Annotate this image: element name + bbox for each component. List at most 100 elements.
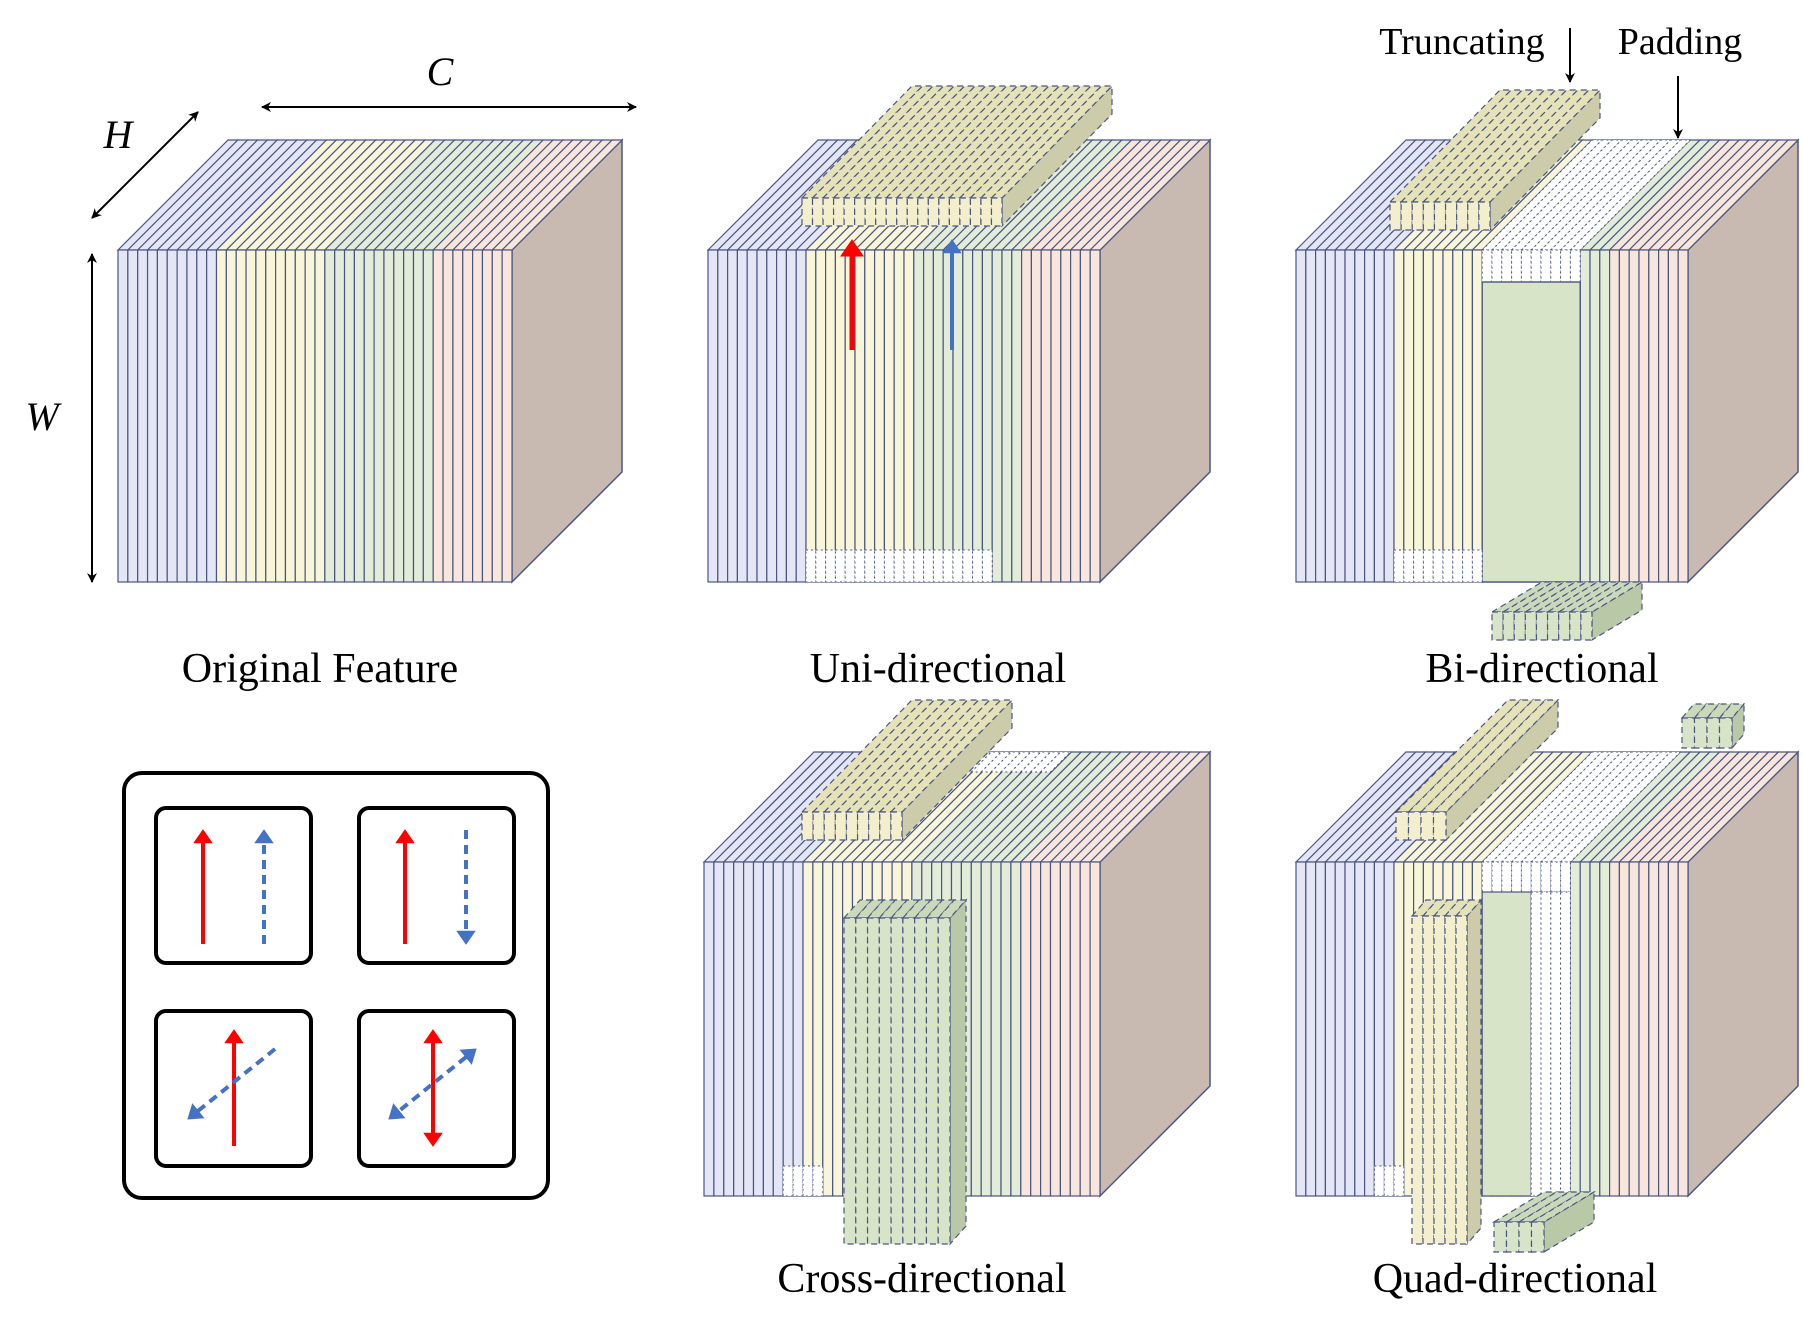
bar-front-strip [1444, 201, 1458, 231]
w-label: W [25, 394, 62, 439]
front-channel-strip [1089, 861, 1101, 1197]
arrow-head [840, 239, 864, 257]
front-channel-strip [1677, 861, 1689, 1197]
front-channel-strip [235, 249, 247, 583]
bar-front-strip [1681, 717, 1696, 749]
front-channel-strip [1599, 249, 1611, 583]
front-channel-strip [1618, 249, 1630, 583]
padding-strip [1550, 249, 1562, 283]
front-channel-strip [137, 249, 149, 583]
bar-front-strip [969, 197, 982, 227]
front-channel-strip [1579, 861, 1591, 1197]
padding-strip [1452, 549, 1464, 583]
bar-front-strip [1422, 915, 1435, 1245]
front-channel-strip [962, 249, 974, 583]
front-channel-strip [442, 249, 454, 583]
front-channel-strip [1648, 861, 1660, 1197]
bar-front-strip [1411, 201, 1424, 231]
bar-top-strip [889, 699, 1014, 813]
padding-strip [1569, 249, 1581, 283]
bar-front-strip [875, 197, 887, 227]
front-channel-strip [324, 249, 336, 583]
padding-strip [883, 549, 895, 583]
bar-top-strip [1466, 89, 1591, 203]
front-channel-strip [412, 249, 424, 583]
bar-top-strip [800, 699, 925, 813]
front-channel-strip [1069, 249, 1081, 583]
front-channel-strip [1608, 249, 1620, 583]
front-channel-strip [1314, 861, 1326, 1197]
legend-arrows [187, 829, 477, 1147]
front-channel-strip [284, 249, 296, 583]
front-channel-strip [314, 249, 326, 583]
bar-front-strip [990, 197, 1003, 227]
annotations: Truncating Padding [1379, 21, 1742, 139]
front-channel-strip [1657, 249, 1669, 583]
bar-top-strip [867, 699, 992, 813]
bar-front-strip [1505, 1221, 1520, 1253]
front-channel-strip [1089, 249, 1101, 583]
arrow-head [388, 1103, 406, 1120]
padding-strip [1511, 861, 1522, 893]
bar-front-strip [864, 197, 877, 227]
front-channel-strip [1344, 249, 1356, 583]
front-channel-strip [1079, 861, 1091, 1197]
front-channel-strip [1373, 861, 1385, 1197]
bar-side-face [949, 898, 967, 1246]
bar-front-strip [834, 811, 848, 841]
front-channel-strip [1295, 861, 1307, 1197]
front-channel-strip [1442, 249, 1454, 583]
bar-front-strip [917, 197, 929, 227]
front-channel-strip [1010, 861, 1022, 1197]
front-channel-strip [294, 249, 306, 583]
front-channel-strip [873, 249, 885, 583]
padding-strip [1501, 249, 1513, 283]
front-channel-strip [752, 861, 764, 1197]
bar-front-strip [1502, 611, 1515, 641]
bar-front-strip [822, 197, 835, 227]
padding-strip [815, 549, 827, 583]
arrow-head [224, 1029, 244, 1044]
front-channel-strip [186, 249, 198, 583]
bar-top-strip [863, 85, 988, 199]
bar-front-strip [845, 811, 859, 841]
bar-front-strip [885, 197, 898, 227]
bar-front-strip [1456, 201, 1469, 231]
front-channel-strip [1020, 249, 1032, 583]
front-channel-strip [893, 249, 905, 583]
front-channel-strip [255, 249, 267, 583]
bar-top-strip [874, 85, 998, 199]
front-channel-strip [864, 249, 876, 583]
bar-front-strip [1569, 611, 1582, 641]
h-label: H [103, 112, 135, 157]
bar-front-strip [1444, 915, 1457, 1245]
padding-strip [1422, 549, 1434, 583]
padding-strip [942, 549, 954, 583]
c-label: C [427, 49, 455, 94]
bar-front-strip [843, 917, 857, 1245]
bar-top-strip [1433, 89, 1557, 203]
arrow-head [395, 829, 415, 844]
bi-directional-cube [1294, 88, 1800, 642]
front-channel-strip [196, 249, 208, 583]
padding-top-strip [989, 751, 1023, 773]
front-channel-strip [1049, 861, 1061, 1197]
front-channel-strip [1060, 249, 1072, 583]
front-channel-strip [432, 249, 444, 583]
front-channel-strip [903, 249, 915, 583]
front-channel-strip [1628, 861, 1640, 1197]
front-channel-strip [127, 249, 139, 583]
bar-side-face [1466, 898, 1482, 1246]
bar-front-strip [1493, 1221, 1508, 1253]
bar-top-strip [800, 85, 924, 199]
front-channel-strip [1354, 249, 1366, 583]
front-channel-strip [491, 249, 503, 583]
front-channel-strip [1667, 861, 1679, 1197]
front-channel-strip [383, 249, 395, 583]
bar-front-strip [1411, 915, 1424, 1245]
bar-front-strip [906, 197, 919, 227]
padding-strip [981, 549, 993, 583]
bar-top-strip [968, 85, 1093, 199]
front-channel-strip [1040, 249, 1052, 583]
front-channel-strip [822, 861, 834, 1197]
